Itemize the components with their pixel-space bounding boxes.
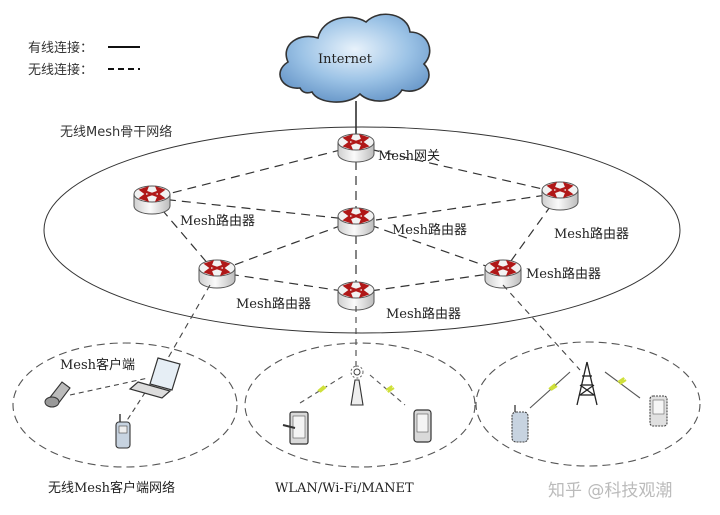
router-icon	[540, 180, 580, 212]
flip-phone-icon	[44, 381, 71, 408]
wireless-signal-icon	[548, 383, 558, 391]
router-icon	[483, 258, 523, 290]
client-mesh-title: 无线Mesh客户端网络	[48, 480, 175, 496]
subnet-uplinks	[159, 284, 581, 373]
mesh-gateway-router-icon	[336, 132, 376, 164]
wireless-signal-icon	[385, 385, 395, 393]
wlan-boundary	[244, 342, 476, 468]
router-label: Mesh路由器	[386, 306, 461, 322]
router-icon	[336, 280, 376, 312]
router-label: Mesh路由器	[180, 213, 255, 229]
pda-icon	[649, 395, 668, 427]
client-mesh-inner-label: Mesh客户端	[60, 357, 135, 373]
wireless-signal-icon	[617, 377, 627, 385]
backbone-wireless-links	[151, 145, 561, 294]
backbone-title: 无线Mesh骨干网络	[60, 124, 172, 140]
cell-tower-icon	[576, 361, 598, 406]
mobile-phone-icon	[511, 405, 529, 443]
wlan-links	[299, 374, 406, 406]
watermark: 知乎 @科技观潮	[548, 481, 672, 501]
client-links	[69, 377, 151, 426]
internet-cloud-icon	[279, 13, 431, 103]
router-label: Mesh路由器	[526, 266, 601, 282]
internet-label: Internet	[318, 52, 373, 67]
mobile-phone-icon	[115, 414, 131, 449]
gateway-label: Mesh网关	[378, 149, 440, 164]
cellular-boundary	[475, 341, 701, 467]
tablet-icon	[282, 411, 309, 445]
cellular-links	[529, 371, 641, 409]
router-label: Mesh路由器	[554, 226, 629, 242]
wireless-signal-icon	[317, 385, 327, 393]
router-label: Mesh路由器	[392, 222, 467, 238]
router-label: Mesh路由器	[236, 296, 311, 312]
pda-icon	[413, 409, 432, 443]
router-icon	[197, 258, 237, 290]
legend-wireless-label: 无线连接：	[28, 62, 93, 78]
laptop-icon	[128, 357, 181, 399]
router-icon	[336, 206, 376, 238]
backbone-boundary	[43, 126, 681, 334]
access-point-icon	[350, 365, 364, 406]
client-mesh-boundary	[12, 342, 238, 468]
router-icon	[132, 184, 172, 216]
wlan-title: WLAN/Wi-Fi/MANET	[275, 481, 414, 496]
legend-wired-label: 有线连接：	[28, 40, 93, 56]
